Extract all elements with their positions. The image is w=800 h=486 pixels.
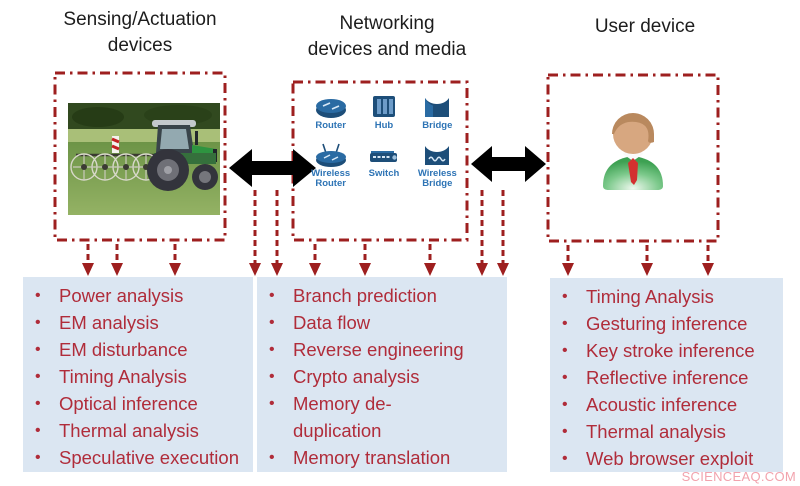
wireless-router-icon — [315, 143, 346, 167]
list-item: •Gesturing inference — [562, 310, 781, 337]
network-device-wireless-bridge: Wireless Bridge — [415, 142, 460, 190]
wireless-bridge-icon — [425, 145, 450, 165]
list-item: •Branch prediction — [269, 282, 505, 309]
bullet-icon: • — [35, 449, 41, 466]
bullet-icon: • — [35, 395, 41, 412]
list-item: •Thermal analysis — [35, 417, 251, 444]
list-item: •Reflective inference — [562, 364, 781, 391]
striped-marker — [112, 136, 119, 153]
bullet-icon: • — [562, 450, 568, 467]
avatar-tie — [628, 158, 638, 185]
column-header-user-device: User device — [594, 16, 696, 37]
bullet-icon: • — [35, 341, 41, 358]
user-dashed-box — [546, 73, 720, 243]
network-device-router: Router — [308, 94, 353, 132]
bullet-icon: • — [562, 342, 568, 359]
hub-icon — [372, 96, 395, 117]
bullet-icon: • — [35, 368, 41, 385]
bullet-icon: • — [35, 314, 41, 331]
list-item: •Memory translation — [269, 444, 505, 471]
network-device-hub: Hub — [361, 94, 406, 132]
attack-list-networking: •Branch prediction •Data flow •Reverse e… — [257, 277, 507, 472]
bullet-icon: • — [562, 288, 568, 305]
bullet-icon: • — [269, 368, 275, 385]
bullet-icon: • — [562, 315, 568, 332]
list-item: •Acoustic inference — [562, 391, 781, 418]
list-item: •Crypto analysis — [269, 363, 505, 390]
network-device-bridge: Bridge — [415, 94, 460, 132]
bullet-icon: • — [269, 314, 275, 331]
list-item: •EM analysis — [35, 309, 251, 336]
user-avatar-icon — [603, 113, 663, 190]
avatar-hair — [612, 113, 654, 143]
switch-icon — [369, 150, 397, 162]
tedder-implement — [70, 136, 160, 181]
column-header-sensing-actuation: Sensing/Actuation devices — [63, 9, 217, 56]
sensing-dashed-box — [53, 71, 227, 242]
list-item: •Speculative execution — [35, 444, 251, 471]
bullet-icon: • — [269, 395, 275, 412]
list-item: •Power analysis — [35, 282, 251, 309]
network-device-wireless-router: Wireless Router — [308, 142, 353, 190]
list-item: •Reverse engineering — [269, 336, 505, 363]
bullet-icon: • — [562, 369, 568, 386]
network-device-switch: Switch — [361, 142, 406, 190]
network-devices-grid: Router Hub Bridge — [308, 94, 460, 190]
bullet-icon: • — [269, 449, 275, 466]
bullet-icon: • — [35, 422, 41, 439]
list-item: •Key stroke inference — [562, 337, 781, 364]
watermark: SCIENCEAQ.COM — [681, 469, 796, 484]
list-item: •Timing Analysis — [562, 283, 781, 310]
list-item: •Memory de- duplication — [269, 390, 505, 444]
down-arrow-heads — [82, 263, 714, 276]
list-item: •EM disturbance — [35, 336, 251, 363]
tractor-photo — [68, 103, 220, 215]
bullet-icon: • — [562, 396, 568, 413]
bridge-icon — [425, 98, 450, 117]
double-arrow-icon-right — [471, 146, 546, 182]
bullet-icon: • — [269, 341, 275, 358]
attack-list-sensing: •Power analysis •EM analysis •EM disturb… — [23, 277, 253, 472]
tractor — [147, 120, 218, 191]
list-item: •Optical inference — [35, 390, 251, 417]
list-item: •Web browser exploit — [562, 445, 781, 472]
list-item: •Data flow — [269, 309, 505, 336]
down-arrows — [86, 190, 710, 264]
bullet-icon: • — [269, 287, 275, 304]
bullet-icon: • — [562, 423, 568, 440]
bullet-icon: • — [35, 287, 41, 304]
attack-list-user-device: •Timing Analysis •Gesturing inference •K… — [550, 278, 783, 472]
column-header-networking: Networking devices and media — [307, 13, 467, 60]
router-icon — [315, 99, 346, 118]
list-item: •Timing Analysis — [35, 363, 251, 390]
double-arrow-icon-left — [229, 149, 316, 187]
list-item: •Thermal analysis — [562, 418, 781, 445]
